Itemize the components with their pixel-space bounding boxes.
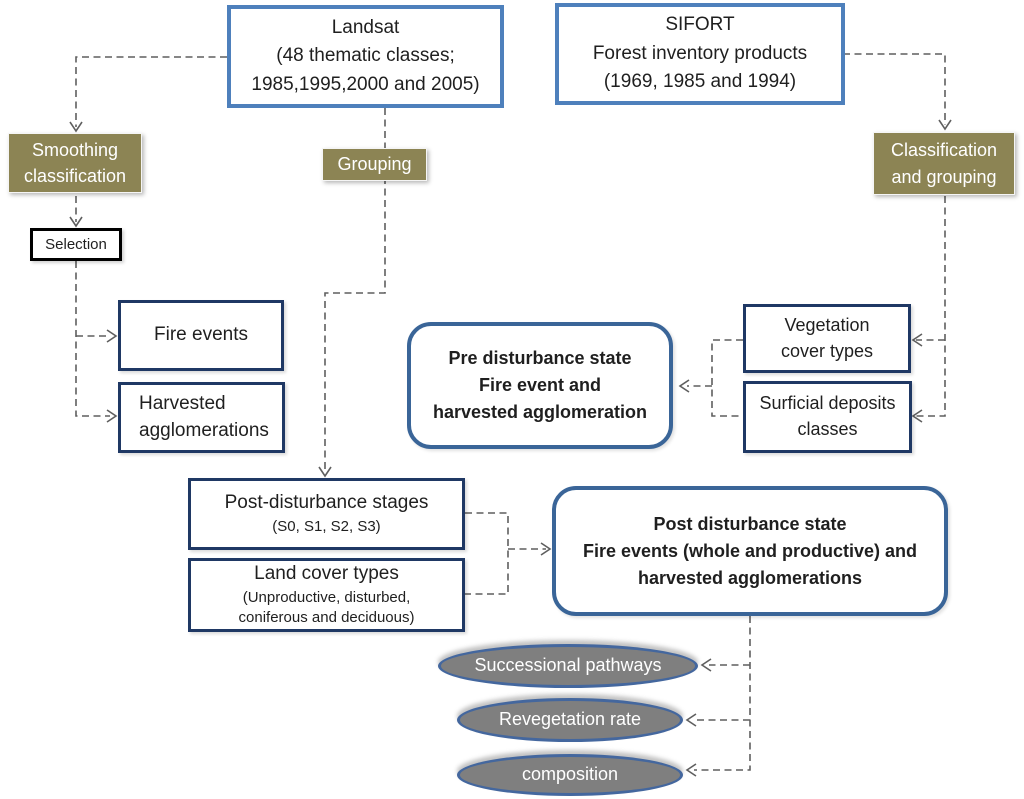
landsat-line3: 1985,1995,2000 and 2005): [251, 73, 480, 95]
vegetation-line1: Vegetation: [784, 314, 870, 335]
land-cover-title: Land cover types: [254, 563, 399, 585]
grouping-process-box: Grouping: [322, 148, 427, 181]
composition-ellipse: composition: [457, 754, 683, 796]
post-stages-title: Post-disturbance stages: [224, 492, 429, 514]
post-state-line2: Fire events (whole and productive) and: [582, 540, 918, 561]
land-cover-sub2: coniferous and deciduous): [238, 609, 415, 627]
sifort-line2: Forest inventory products: [592, 42, 808, 64]
post-disturbance-stages-box: Post-disturbance stages (S0, S1, S2, S3): [188, 478, 465, 550]
pre-state-line2: Fire event and: [478, 375, 602, 395]
landsat-line2: (48 thematic classes;: [276, 45, 455, 67]
post-state-line3: harvested agglomerations: [637, 567, 863, 588]
sifort-source-box: SIFORT Forest inventory products (1969, …: [555, 3, 845, 105]
successional-label: Successional pathways: [474, 655, 662, 676]
selection-box: Selection: [30, 228, 122, 261]
surficial-deposits-box: Surficial deposits classes: [743, 381, 912, 453]
classification-line1: Classification: [890, 140, 998, 161]
post-stages-subtitle: (S0, S1, S2, S3): [272, 518, 381, 536]
harvested-line1: Harvested: [139, 392, 226, 414]
land-cover-types-box: Land cover types (Unproductive, disturbe…: [188, 558, 465, 632]
smoothing-line2: classification: [23, 166, 127, 186]
pre-state-line1: Pre disturbance state: [448, 348, 632, 368]
sifort-line3: (1969, 1985 and 1994): [603, 71, 797, 93]
sifort-title: SIFORT: [665, 14, 735, 36]
harvested-agglomerations-box: Harvested agglomerations: [118, 382, 285, 453]
fire-events-label: Fire events: [154, 324, 248, 346]
land-cover-sub1: (Unproductive, disturbed,: [242, 589, 411, 607]
pre-state-line3: harvested agglomeration: [432, 402, 648, 422]
classification-line2: and grouping: [891, 166, 997, 187]
selection-label: Selection: [45, 235, 107, 253]
revegetation-rate-ellipse: Revegetation rate: [457, 698, 683, 742]
landsat-title: Landsat: [331, 16, 400, 38]
surficial-line2: classes: [797, 419, 858, 439]
successional-pathways-ellipse: Successional pathways: [438, 644, 698, 688]
vegetation-line2: cover types: [780, 340, 874, 361]
classification-grouping-process-box: Classification and grouping: [873, 132, 1015, 195]
vegetation-cover-types-box: Vegetation cover types: [743, 304, 911, 373]
grouping-label: Grouping: [337, 154, 412, 175]
landsat-source-box: Landsat (48 thematic classes; 1985,1995,…: [227, 5, 504, 108]
smoothing-classification-process-box: Smoothing classification: [8, 133, 142, 193]
surficial-line1: Surficial deposits: [759, 393, 896, 414]
harvested-line2: agglomerations: [139, 419, 269, 441]
composition-label: composition: [521, 764, 619, 785]
fire-events-box: Fire events: [118, 300, 284, 371]
pre-disturbance-state-box: Pre disturbance state Fire event and har…: [407, 322, 673, 449]
post-state-line1: Post disturbance state: [653, 513, 847, 534]
post-disturbance-state-box: Post disturbance state Fire events (whol…: [552, 486, 948, 616]
smoothing-line1: Smoothing: [31, 139, 119, 160]
revegetation-label: Revegetation rate: [498, 709, 642, 730]
